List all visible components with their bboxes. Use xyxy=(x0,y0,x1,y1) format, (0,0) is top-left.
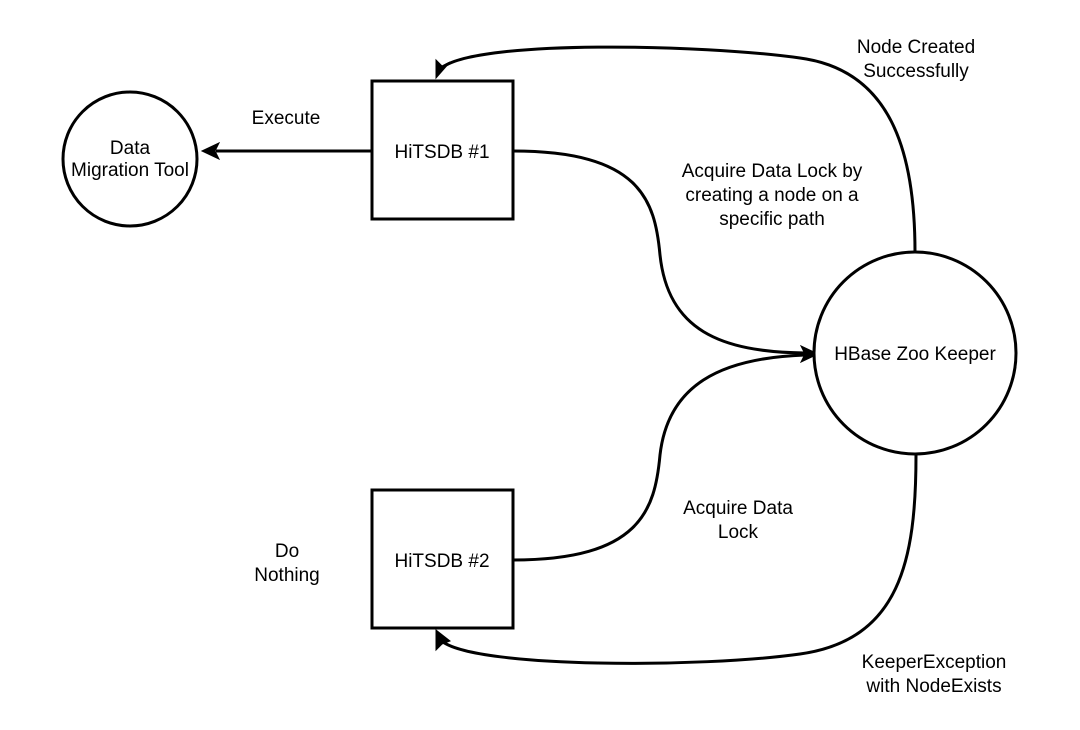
node-hitsdb-1: HiTSDB #1 xyxy=(370,79,515,221)
acquire-lock-2-label-line1: Acquire Data xyxy=(683,498,793,519)
edge-node-created-arrowhead xyxy=(435,58,451,80)
edge-execute-arrowhead xyxy=(200,141,221,161)
node-created-label-line2: Successfully xyxy=(863,61,969,82)
edge-acquire-lock-1 xyxy=(512,149,820,364)
edge-acquire-lock-2 xyxy=(512,353,806,562)
do-nothing-line2: Nothing xyxy=(254,565,320,586)
hitsdb-1-box xyxy=(370,79,515,221)
do-nothing-line1: Do xyxy=(275,541,299,562)
zookeeper-label: HBase Zoo Keeper xyxy=(834,344,996,365)
zookeeper-circle xyxy=(812,250,1018,456)
edge-node-created-line xyxy=(442,45,917,253)
acquire-lock-1-label-line3: specific path xyxy=(719,209,825,230)
keeper-exception-label-line2: with NodeExists xyxy=(865,676,1001,697)
acquire-lock-2-label: Acquire Data Lock xyxy=(683,498,793,543)
edge-keeper-exception-arrowhead xyxy=(435,628,452,652)
edge-keeper-exception-line xyxy=(442,454,918,665)
hitsdb-1-label: HiTSDB #1 xyxy=(394,142,489,163)
node-hitsdb-2: HiTSDB #2 xyxy=(370,488,515,630)
acquire-lock-1-label-line2: creating a node on a xyxy=(685,185,859,206)
edge-acquire-lock-1-line xyxy=(512,149,806,355)
edge-node-created xyxy=(435,45,917,253)
migration-tool-label-line2: Migration Tool xyxy=(71,160,189,181)
node-created-label: Node Created Successfully xyxy=(857,37,975,82)
hitsdb-2-label: HiTSDB #2 xyxy=(394,551,489,572)
edge-acquire-lock-2-line xyxy=(512,353,806,562)
edge-execute xyxy=(200,141,372,161)
edge-keeper-exception xyxy=(435,454,918,665)
keeper-exception-label-line1: KeeperException xyxy=(862,652,1007,673)
acquire-lock-1-label-line1: Acquire Data Lock by xyxy=(682,161,863,182)
migration-tool-label-line1: Data xyxy=(110,138,151,159)
node-zookeeper: HBase Zoo Keeper xyxy=(812,250,1018,456)
execute-label: Execute xyxy=(252,108,321,129)
hitsdb-2-box xyxy=(370,488,515,630)
acquire-lock-1-label: Acquire Data Lock by creating a node on … xyxy=(682,161,863,230)
do-nothing-note: Do Nothing xyxy=(254,541,320,586)
node-migration-tool: Data Migration Tool xyxy=(61,90,199,228)
migration-tool-circle xyxy=(61,90,199,228)
node-created-label-line1: Node Created xyxy=(857,37,975,58)
keeper-exception-label: KeeperException with NodeExists xyxy=(862,652,1007,697)
acquire-lock-2-label-line2: Lock xyxy=(718,522,759,543)
edge-acquire-lock-1-arrowhead xyxy=(799,344,820,364)
